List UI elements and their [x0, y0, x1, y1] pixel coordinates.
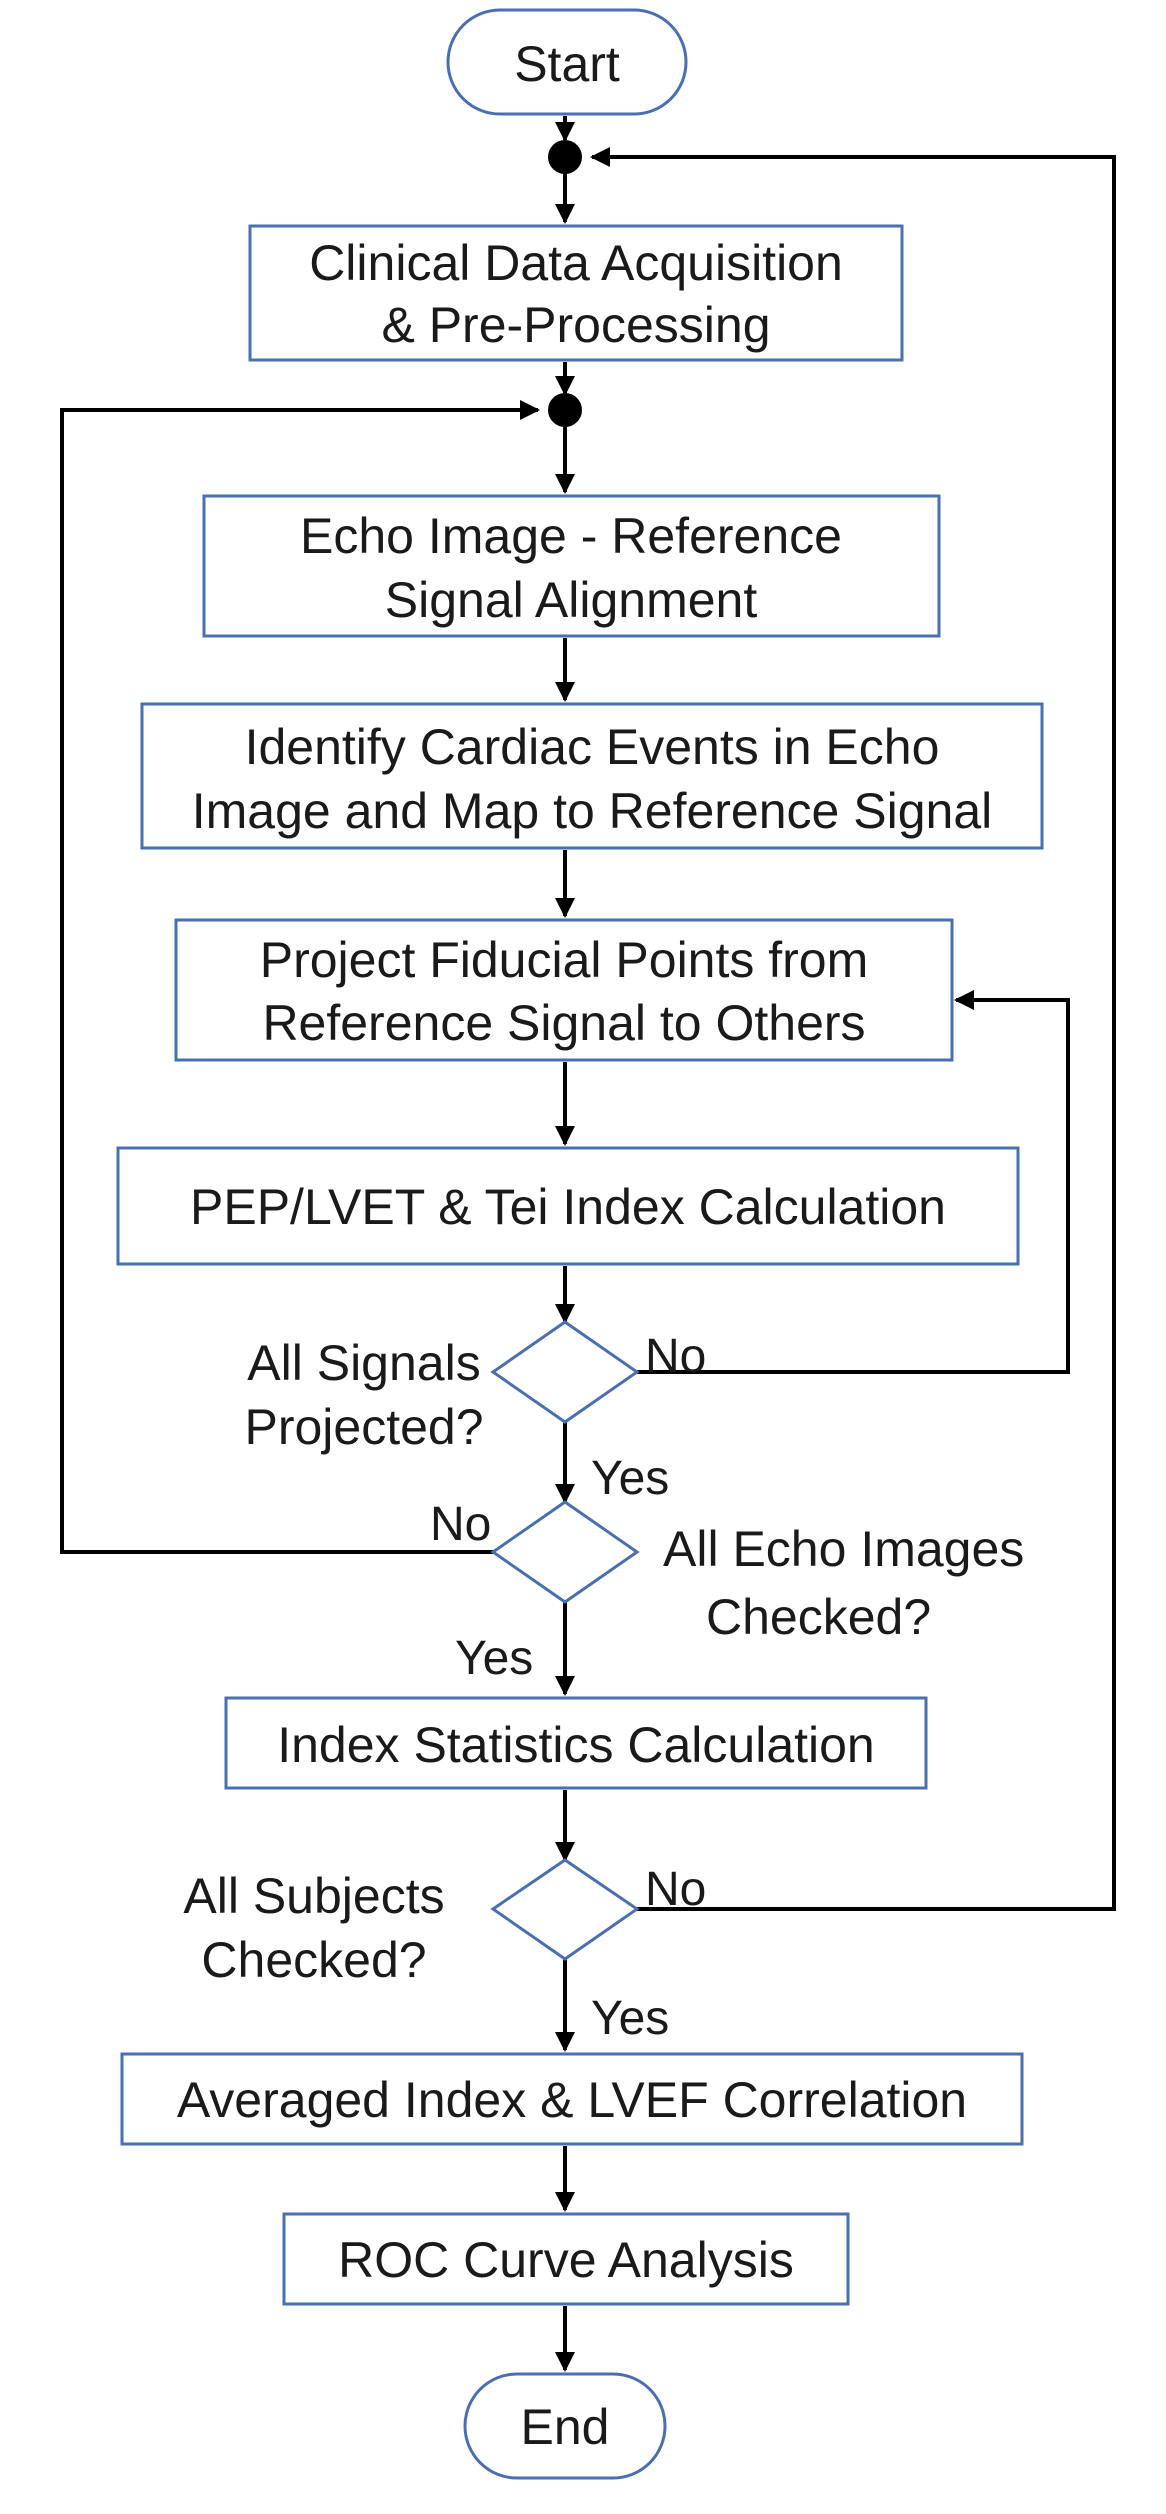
identify-label-line-2: Image and Map to Reference Signal: [192, 783, 993, 839]
decision-subjects-label-line-2: Checked?: [201, 1932, 426, 1988]
end-terminal: End: [463, 2372, 667, 2480]
arrow-subjects-no-loop: [590, 147, 1116, 1911]
decision-subjects: All Subjects Checked?: [183, 1858, 640, 1988]
project-label-line-1: Project Fiducial Points from: [260, 932, 869, 988]
identify-box: Identify Cardiac Events in Echo Image an…: [140, 702, 1044, 850]
connectors: [60, 116, 1116, 2372]
arrow-signals-no-loop: [637, 990, 1070, 1374]
decision-echo-label-line-1: All Echo Images: [663, 1521, 1024, 1577]
decision-signals-label-line-1: All Signals: [247, 1335, 480, 1391]
pep-calc-box: PEP/LVET & Tei Index Calculation: [116, 1146, 1020, 1266]
alignment-label-line-2: Signal Alignment: [385, 572, 758, 628]
junction-dot-subjects: [548, 140, 582, 174]
pep-calc-label: PEP/LVET & Tei Index Calculation: [190, 1179, 946, 1235]
acquisition-box: Clinical Data Acquisition & Pre-Processi…: [248, 224, 904, 362]
signals-yes-label: Yes: [591, 1452, 669, 1505]
echo-yes-label: Yes: [455, 1632, 533, 1685]
signals-no-label: No: [645, 1330, 706, 1383]
acquisition-label-line-1: Clinical Data Acquisition: [309, 235, 843, 291]
project-box: Project Fiducial Points from Reference S…: [174, 918, 954, 1062]
acquisition-label-line-2: & Pre-Processing: [381, 297, 770, 353]
echo-no-label: No: [430, 1498, 491, 1551]
roc-box: ROC Curve Analysis: [282, 2212, 850, 2306]
junction-dot-echo: [548, 393, 582, 427]
roc-label: ROC Curve Analysis: [338, 2232, 794, 2288]
subjects-yes-label: Yes: [591, 1992, 669, 2045]
subjects-no-label: No: [645, 1863, 706, 1916]
decision-signals: All Signals Projected?: [244, 1320, 640, 1455]
alignment-label-line-1: Echo Image - Reference: [300, 508, 842, 564]
arrow-echo-no-loop: [60, 400, 540, 1554]
correlation-label: Averaged Index & LVEF Correlation: [177, 2072, 967, 2128]
end-label: End: [521, 2399, 610, 2455]
decision-subjects-label-line-1: All Subjects: [183, 1868, 444, 1924]
start-label: Start: [514, 36, 620, 92]
correlation-box: Averaged Index & LVEF Correlation: [120, 2052, 1024, 2146]
decision-echo-label-line-2: Checked?: [706, 1589, 931, 1645]
start-terminal: Start: [446, 8, 688, 116]
project-label-line-2: Reference Signal to Others: [262, 995, 865, 1051]
decision-signals-label-line-2: Projected?: [244, 1399, 483, 1455]
identify-label-line-1: Identify Cardiac Events in Echo: [245, 719, 940, 775]
stats-box: Index Statistics Calculation: [224, 1696, 928, 1790]
decision-echo: All Echo Images Checked?: [490, 1500, 1024, 1645]
stats-label: Index Statistics Calculation: [277, 1717, 875, 1773]
alignment-box: Echo Image - Reference Signal Alignment: [202, 494, 941, 638]
